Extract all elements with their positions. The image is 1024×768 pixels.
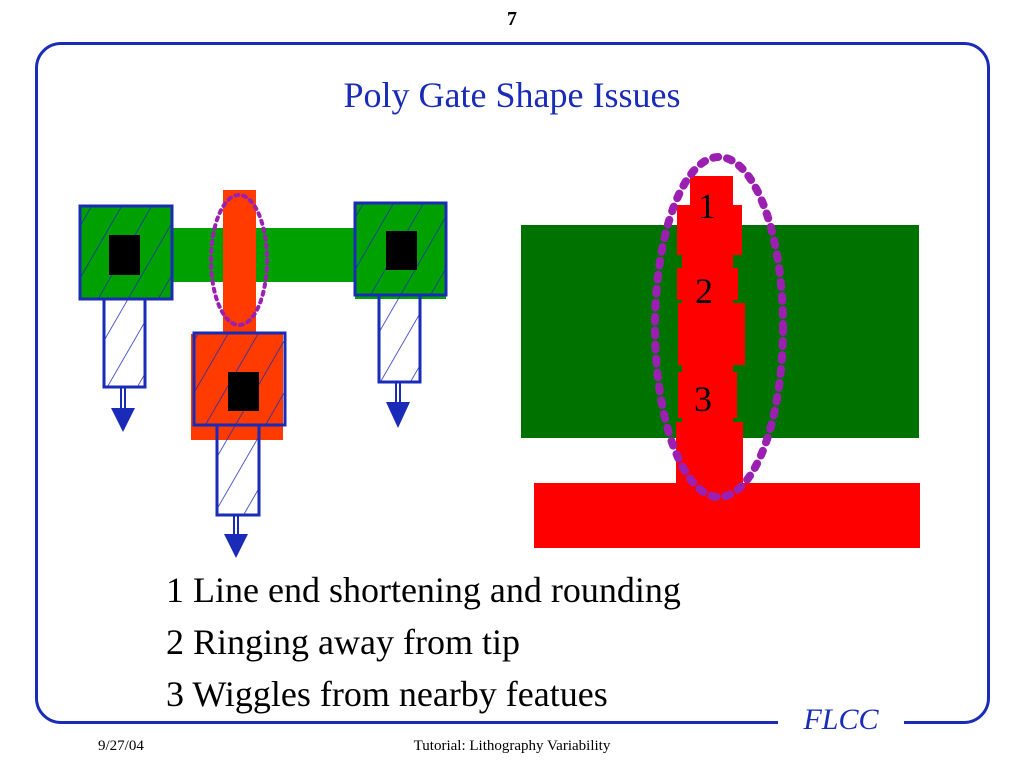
right-layout: 1 2 3 xyxy=(521,153,920,548)
gate-highlight-ellipse xyxy=(209,193,269,327)
page-number: 7 xyxy=(507,8,517,30)
contact-right xyxy=(386,231,417,270)
label-ringing: 2 xyxy=(695,271,713,311)
flcc-logo: FLCC xyxy=(803,703,879,736)
footer-title: Tutorial: Lithography Variability xyxy=(413,738,611,754)
poly-gate xyxy=(223,190,256,340)
label-wiggles: 3 xyxy=(694,379,712,419)
bullet-wiggles: 3 Wiggles from nearby featues xyxy=(166,674,608,714)
poly-gate-zoom xyxy=(676,176,745,485)
down-arrow-center-icon xyxy=(224,515,248,558)
slide-frame xyxy=(35,42,990,724)
metal-lead-left xyxy=(102,297,147,389)
label-line-end: 1 xyxy=(698,186,716,226)
contact-center xyxy=(228,372,259,411)
footer-date: 9/27/04 xyxy=(98,738,144,754)
metal-lead-center xyxy=(215,423,261,517)
bullet-list: 1 Line end shortening and rounding 2 Rin… xyxy=(166,564,806,720)
slide-title: Poly Gate Shape Issues xyxy=(343,75,681,115)
down-arrow-right-icon xyxy=(386,382,410,428)
contact-left xyxy=(109,235,140,275)
bullet-ringing: 2 Ringing away from tip xyxy=(166,622,520,662)
metal-lead-right xyxy=(377,293,422,384)
left-layout xyxy=(78,190,448,558)
down-arrow-left-icon xyxy=(111,387,135,432)
gate-highlight-ellipse-zoom xyxy=(651,153,787,501)
bullet-line-end: 1 Line end shortening and rounding xyxy=(166,570,681,610)
logo-gap xyxy=(778,700,904,740)
